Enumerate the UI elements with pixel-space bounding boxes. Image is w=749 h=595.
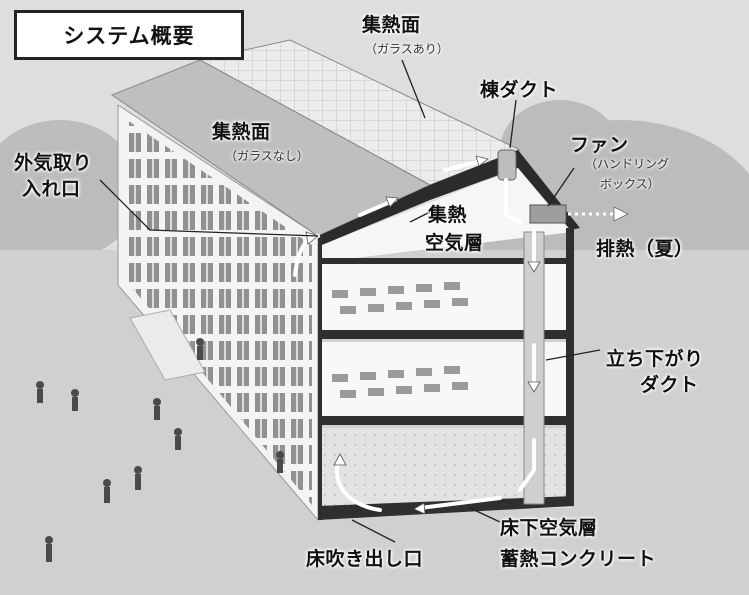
people [36,338,284,562]
leader-lines [99,59,601,543]
exhaust-arrow-head [613,206,629,222]
label-collector-glass: 集熱面 [362,14,421,36]
label-floor-outlet: 床吹き出し口 [306,548,424,570]
label-ridge-duct: 棟ダクト [480,79,559,101]
label-collector-glass-note: （ガラスあり） [365,42,449,56]
label-outside-air-intake-2: 入れ口 [22,178,81,200]
fan-box [529,204,567,224]
arrow-heads [305,155,541,515]
label-storage-concrete: 蓄熱コンクリート [500,548,657,570]
label-fan-note-2: ボックス） [600,177,660,191]
building-side-windows [124,118,312,505]
entrance-steps [129,309,206,381]
roof-cut-edge [318,150,580,245]
floor-slabs [318,228,574,520]
label-collector-no-glass-note: （ガラスなし） [225,149,309,163]
label-exhaust-summer: 排熱（夏） [596,238,694,260]
ridge-duct [497,149,517,181]
label-heat-collect-layer-1: 集熱 [428,204,468,226]
air-flow-arrows [293,158,536,512]
label-down-duct-1: 立ち下がり [606,348,704,370]
diagram-title: システム概要 [63,24,195,48]
label-fan-note-1: （ハンドリング [585,157,670,171]
label-heat-collect-layer-2: 空気層 [425,232,484,254]
section-attic [322,168,572,262]
label-down-duct-2: ダクト [640,374,699,396]
label-collector-no-glass: 集熱面 [212,121,271,143]
label-fan: ファン [570,134,629,156]
classroom-desks [332,282,468,398]
label-underfloor-air-layer: 床下空気層 [500,517,598,539]
label-outside-air-intake-1: 外気取り [14,152,93,174]
title-box: システム概要 [14,10,244,60]
